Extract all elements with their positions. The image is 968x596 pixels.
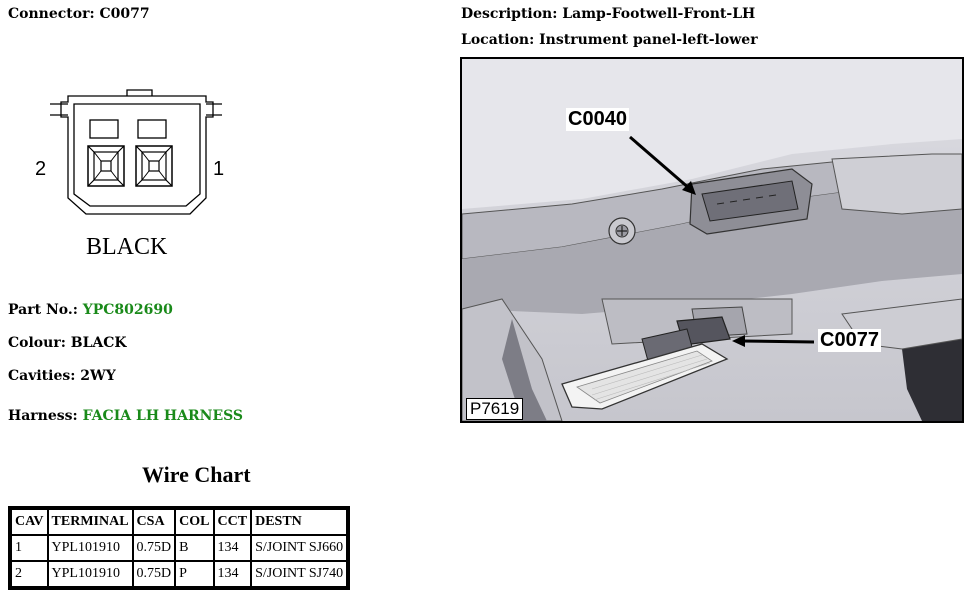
harness-line: Harness: FACIA LH HARNESS xyxy=(8,408,243,424)
cavity-2 xyxy=(87,145,125,187)
cavity-1 xyxy=(135,145,173,187)
table-row: 1 YPL101910 0.75D B 134 S/JOINT SJ660 xyxy=(11,535,348,561)
description-value: Lamp-Footwell-Front-LH xyxy=(562,6,756,22)
part-no-label: Part No.: xyxy=(8,302,78,318)
harness-label: Harness: xyxy=(8,408,78,424)
location-line: Location: Instrument panel-left-lower xyxy=(461,32,758,48)
cell-terminal: YPL101910 xyxy=(47,535,133,561)
location-photo: C0040 C0077 P7619 xyxy=(460,57,964,423)
callout-c0077: C0077 xyxy=(818,329,881,352)
connector-face-diagram xyxy=(50,89,222,215)
col-header-terminal: TERMINAL xyxy=(47,509,133,535)
cavities-line: Cavities: 2WY xyxy=(8,368,116,384)
cell-col: B xyxy=(175,535,214,561)
connector-line: Connector: C0077 xyxy=(8,6,150,22)
location-photo-illustration xyxy=(462,59,962,421)
description-line: Description: Lamp-Footwell-Front-LH xyxy=(461,6,755,22)
cavity-1-latch xyxy=(137,119,167,139)
pin-label-2: 2 xyxy=(35,158,47,180)
cell-csa: 0.75D xyxy=(132,561,176,587)
harness-link[interactable]: FACIA LH HARNESS xyxy=(82,408,244,424)
callout-c0040: C0040 xyxy=(566,108,629,131)
part-no-line: Part No.: YPC802690 xyxy=(8,302,173,318)
connector-label: Connector: xyxy=(8,6,95,22)
connector-value: C0077 xyxy=(99,6,150,22)
colour-label: Colour: xyxy=(8,335,66,351)
cell-csa: 0.75D xyxy=(132,535,176,561)
cell-terminal: YPL101910 xyxy=(47,561,133,587)
part-no-link[interactable]: YPC802690 xyxy=(82,302,173,318)
col-header-destn: DESTN xyxy=(251,509,348,535)
cell-cav: 1 xyxy=(11,535,48,561)
cavity-2-latch xyxy=(89,119,119,139)
location-value: Instrument panel-left-lower xyxy=(539,32,758,48)
pin-label-1: 1 xyxy=(213,158,225,180)
connector-color-label: BLACK xyxy=(86,234,168,260)
cell-destn: S/JOINT SJ740 xyxy=(251,561,348,587)
colour-value: BLACK xyxy=(70,335,127,351)
cell-cav: 2 xyxy=(11,561,48,587)
col-header-col: COL xyxy=(175,509,214,535)
figure-id-label: P7619 xyxy=(466,398,524,420)
cell-col: P xyxy=(175,561,214,587)
location-label: Location: xyxy=(461,32,535,48)
description-label: Description: xyxy=(461,6,558,22)
wire-chart-table: CAV TERMINAL CSA COL CCT DESTN 1 YPL1019… xyxy=(8,506,351,590)
cell-cct: 134 xyxy=(213,535,252,561)
table-row: 2 YPL101910 0.75D P 134 S/JOINT SJ740 xyxy=(11,561,348,587)
cavities-label: Cavities: xyxy=(8,368,76,384)
col-header-csa: CSA xyxy=(132,509,176,535)
colour-line: Colour: BLACK xyxy=(8,335,127,351)
cavities-value: 2WY xyxy=(80,368,116,384)
table-header-row: CAV TERMINAL CSA COL CCT DESTN xyxy=(11,509,348,535)
col-header-cav: CAV xyxy=(11,509,48,535)
wire-chart-title: Wire Chart xyxy=(142,462,251,487)
cell-cct: 134 xyxy=(213,561,252,587)
cell-destn: S/JOINT SJ660 xyxy=(251,535,348,561)
col-header-cct: CCT xyxy=(213,509,252,535)
